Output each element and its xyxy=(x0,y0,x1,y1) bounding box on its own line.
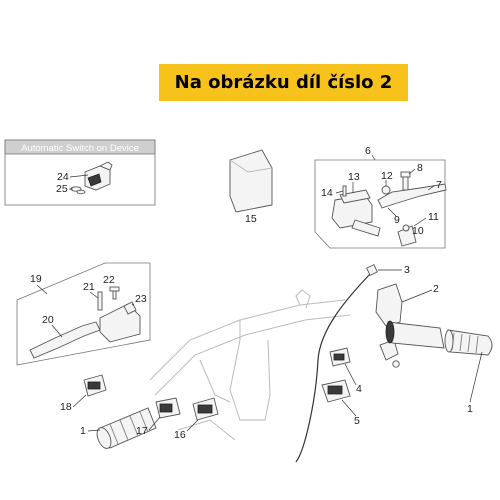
auto-switch-box: Automatic Switch on Device 24 25 xyxy=(4,139,156,206)
nut-23 xyxy=(123,301,137,315)
label-11: 11 xyxy=(428,211,439,223)
handlebar-outline xyxy=(149,289,351,441)
right-grip: 1 xyxy=(385,320,493,415)
left-lever-box: 19 20 21 22 23 xyxy=(16,262,151,366)
bolt-8 xyxy=(400,171,411,191)
label-3: 3 xyxy=(404,264,410,276)
label-19: 19 xyxy=(30,273,42,285)
label-6: 6 xyxy=(365,145,371,157)
label-12: 12 xyxy=(381,170,393,182)
label-24: 24 xyxy=(57,171,69,183)
label-7: 7 xyxy=(436,179,442,191)
label-25: 25 xyxy=(56,183,68,195)
throttle-cable: 3 xyxy=(295,264,410,463)
label-23: 23 xyxy=(135,293,147,305)
switch-18: 18 xyxy=(60,374,107,413)
label-14: 14 xyxy=(321,187,333,199)
label-16: 16 xyxy=(174,429,186,441)
left-grip: 1 xyxy=(80,407,157,449)
label-15: 15 xyxy=(245,213,257,225)
switch-5: 5 xyxy=(321,379,360,427)
label-18: 18 xyxy=(60,401,72,413)
label-8: 8 xyxy=(417,162,423,174)
box-header-text: Automatic Switch on Device xyxy=(21,143,139,154)
switch-17: 17 xyxy=(136,397,181,437)
screw-14 xyxy=(342,185,347,197)
brake-master-cylinder xyxy=(331,189,381,237)
part-number-banner: Na obrázku díl číslo 2 xyxy=(159,64,408,101)
cap-12 xyxy=(381,185,391,195)
screw-22 xyxy=(109,286,120,300)
label-1-right: 1 xyxy=(467,403,473,415)
label-21: 21 xyxy=(83,281,95,293)
brake-pump-box: 6 8 xyxy=(314,145,447,249)
switch-16: 16 xyxy=(174,397,219,441)
manual-pouch: 15 xyxy=(229,149,273,225)
label-22: 22 xyxy=(103,274,115,286)
throttle-assembly: 2 xyxy=(375,283,439,368)
label-20: 20 xyxy=(42,314,54,326)
label-5: 5 xyxy=(354,415,360,427)
label-13: 13 xyxy=(348,171,360,183)
auto-switch-device xyxy=(84,161,113,191)
label-2: 2 xyxy=(433,283,439,295)
bolt-21 xyxy=(97,291,103,311)
clutch-lever-left xyxy=(29,321,101,359)
label-17: 17 xyxy=(136,425,148,437)
label-9: 9 xyxy=(394,214,400,226)
label-1-left: 1 xyxy=(80,425,86,437)
brake-lever-right xyxy=(377,183,447,209)
washer-25 xyxy=(70,186,86,195)
banner-text: Na obrázku díl číslo 2 xyxy=(174,72,393,93)
label-10: 10 xyxy=(412,225,424,237)
label-4: 4 xyxy=(356,383,362,395)
bracket-10 xyxy=(397,224,417,247)
switch-4: 4 xyxy=(329,347,362,395)
